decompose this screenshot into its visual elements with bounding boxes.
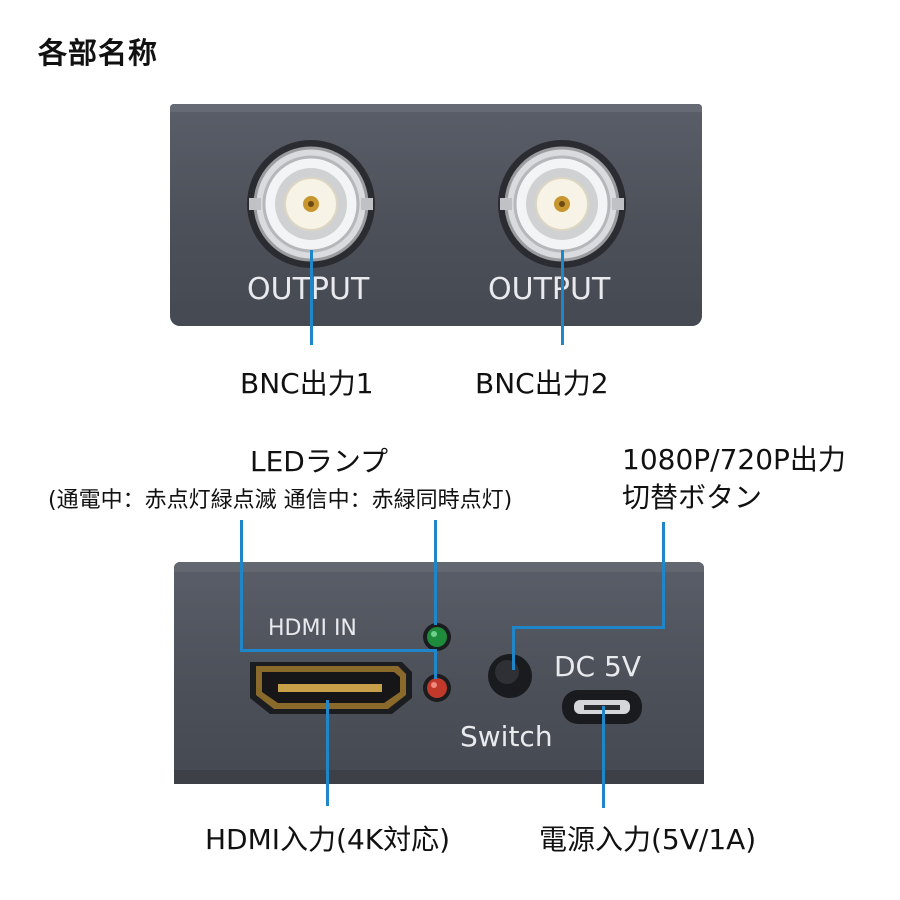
- led-label-detail: (通電中：赤点灯緑点滅 通信中：赤緑同時点灯): [48, 488, 513, 513]
- output2-silkscreen: OUTPUT: [488, 272, 611, 307]
- bottom-panel-foot: [174, 770, 704, 784]
- output1-silkscreen: OUTPUT: [247, 272, 370, 307]
- switch-leader-drop: [512, 626, 515, 670]
- top-panel-edge: [170, 104, 702, 112]
- led-leader-to-green: [434, 520, 437, 625]
- bnc-connectors: [247, 140, 626, 268]
- bnc2-leader-line: [561, 250, 564, 345]
- led-lamps: [423, 623, 451, 702]
- switch-label-line1: 1080P/720P出力: [622, 443, 846, 476]
- switch-leader-horizontal: [512, 626, 665, 629]
- bnc-connector-1: [247, 140, 375, 268]
- page-title: 各部名称: [38, 36, 159, 70]
- hdmi-input-label: HDMI入力(4K対応): [205, 823, 451, 856]
- switch-label-line2: 切替ボタン: [622, 481, 763, 514]
- led-leader-left-vertical: [240, 520, 243, 650]
- bnc1-label: BNC出力1: [240, 367, 374, 400]
- bnc1-leader-line: [310, 250, 313, 345]
- hdmi-in-silkscreen: HDMI IN: [268, 616, 357, 641]
- switch-silkscreen: Switch: [460, 720, 553, 753]
- led-leader-to-red: [434, 649, 437, 679]
- input-ports: [250, 623, 642, 724]
- hdmi-leader-line: [326, 700, 329, 806]
- dc-5v-silkscreen: DC 5V: [554, 650, 641, 683]
- bnc2-label: BNC出力2: [475, 367, 609, 400]
- led-leader-horizontal: [240, 649, 436, 652]
- bnc-connector-2: [498, 140, 626, 268]
- led-label-title: LEDランプ: [250, 445, 389, 478]
- bottom-panel-edge: [174, 562, 704, 572]
- dc-leader-line: [602, 706, 605, 808]
- power-input-label: 電源入力(5V/1A): [539, 823, 757, 856]
- hdmi-port: [250, 662, 412, 714]
- switch-leader-vertical: [662, 522, 665, 628]
- switch-button-graphic: [488, 654, 532, 698]
